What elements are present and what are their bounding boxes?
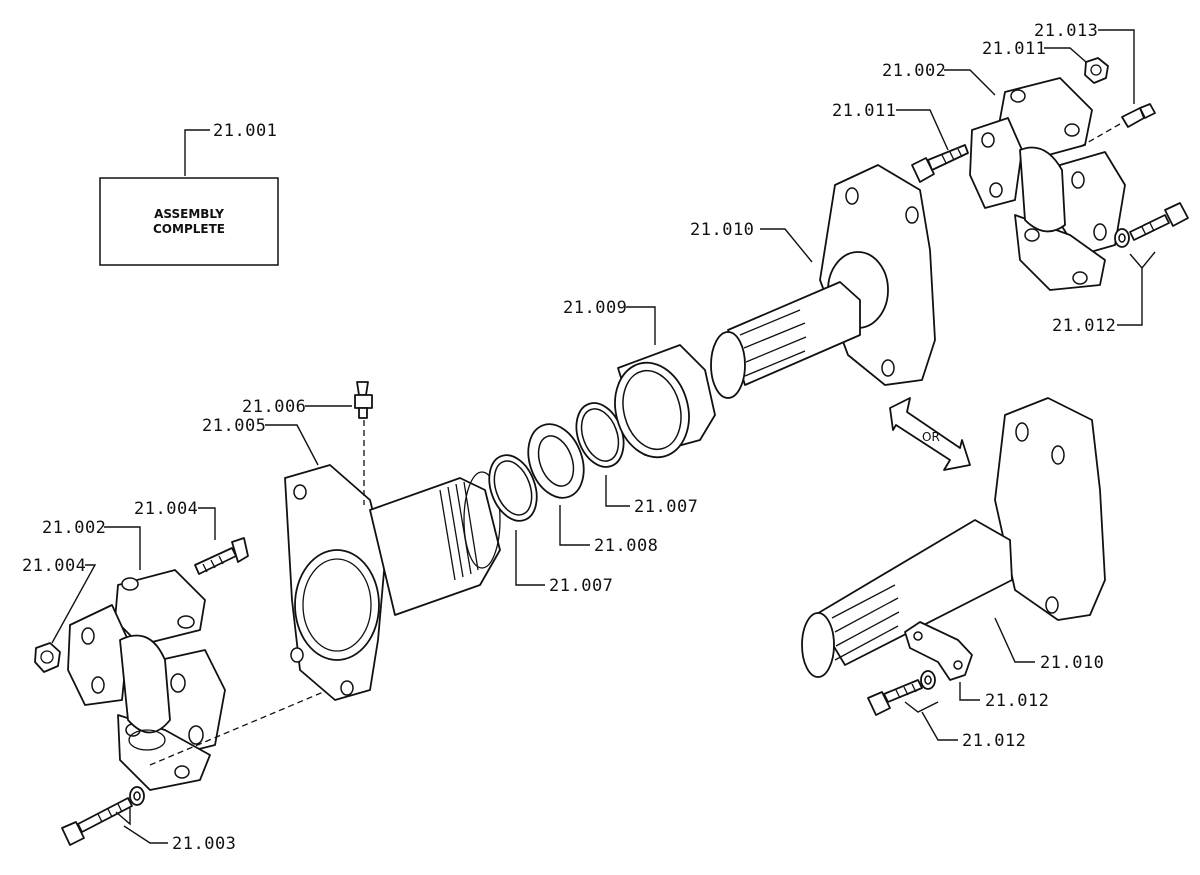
callout-21-011-bolt: 21.011 — [832, 101, 896, 121]
dust-cap — [614, 344, 716, 459]
callout-21-012-right: 21.012 — [1052, 316, 1116, 336]
right-cross-nut — [1084, 57, 1109, 84]
left-cross-nut — [34, 642, 61, 673]
callout-21-008: 21.008 — [594, 536, 658, 556]
callout-21-013: 21.013 — [1034, 21, 1098, 41]
callout-21-005: 21.005 — [202, 416, 266, 436]
left-universal-joint-cross — [67, 569, 226, 791]
snap-ring-left — [488, 454, 538, 522]
assembly-label-line2: COMPLETE — [153, 222, 225, 236]
callout-21-006: 21.006 — [242, 397, 306, 417]
right-bolt-washer — [1114, 202, 1189, 248]
or-double-arrow: OR — [889, 397, 971, 471]
callout-21-004-nut: 21.004 — [22, 556, 86, 576]
callout-21-004-bolt: 21.004 — [134, 499, 198, 519]
callout-21-002-left: 21.002 — [42, 518, 106, 538]
assembly-label-line1: ASSEMBLY — [154, 207, 224, 221]
left-cross-bolt — [194, 537, 249, 575]
right-yoke-top — [710, 164, 936, 399]
assembly-complete-box: ASSEMBLY COMPLETE 21.001 — [99, 121, 279, 266]
left-slip-yoke — [284, 464, 501, 701]
lock-plate — [904, 621, 973, 681]
callout-21-007-lower: 21.007 — [549, 576, 613, 596]
callout-21-003: 21.003 — [172, 834, 236, 854]
right-grease-fitting — [1077, 103, 1156, 149]
callout-21-007-upper: 21.007 — [634, 497, 698, 517]
callout-21-012-bolt: 21.012 — [962, 731, 1026, 751]
callout-21-011-nut: 21.011 — [982, 39, 1046, 59]
callout-21-002-right: 21.002 — [882, 61, 946, 81]
callout-assembly-complete: 21.001 — [213, 121, 277, 141]
callout-21-010-bottom: 21.010 — [1040, 653, 1104, 673]
snap-ring-right — [575, 402, 625, 468]
right-cross-bolt — [911, 144, 969, 183]
callout-21-010-top: 21.010 — [690, 220, 754, 240]
right-yoke-bottom — [801, 397, 1106, 678]
or-label: OR — [922, 430, 940, 444]
bottom-bolt-washer — [867, 670, 936, 716]
left-cross-bolt-washer — [61, 786, 145, 846]
left-grease-fitting — [354, 381, 373, 505]
right-universal-joint-cross — [969, 77, 1126, 291]
callout-21-012-plate: 21.012 — [985, 691, 1049, 711]
seal-ring — [527, 423, 585, 499]
callout-21-009: 21.009 — [563, 298, 627, 318]
